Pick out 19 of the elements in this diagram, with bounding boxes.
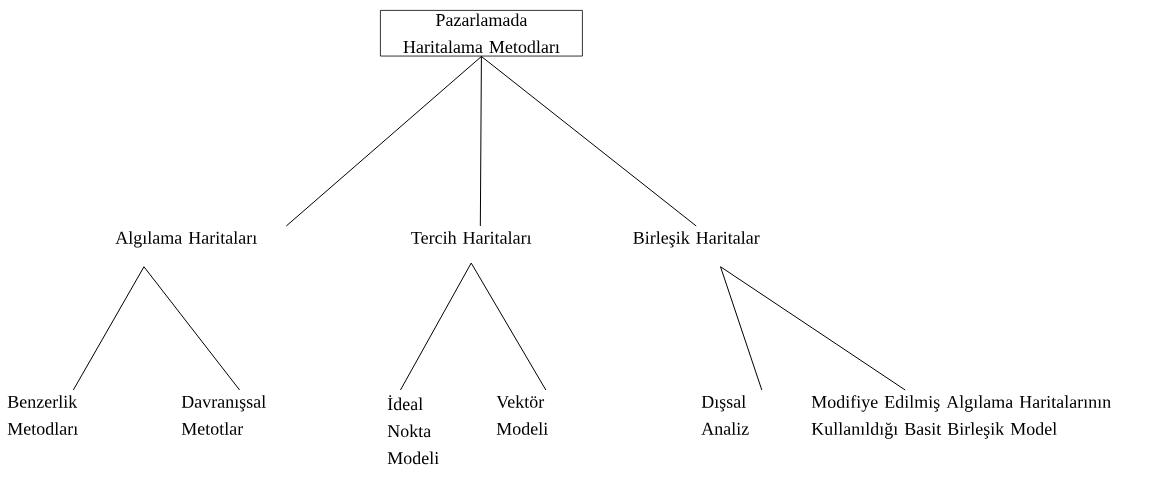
node-label: Dışsal Analiz — [701, 395, 749, 435]
connector-line — [720, 266, 763, 391]
connector-line — [470, 262, 547, 391]
node-label: Davranışsal Metotlar — [181, 395, 266, 435]
node-label: Tercih Haritaları — [411, 231, 532, 244]
node-label: İdeal Nokta Modeli — [387, 395, 439, 465]
connector-line — [479, 55, 482, 227]
node-label: Modifiye Edilmiş Algılama Haritalarının Kullanıldığı Basit Birleşik Model — [811, 395, 1111, 439]
connector-line — [285, 55, 482, 227]
node-label: Benzerlik Metodları — [7, 395, 78, 435]
title-box: Pazarlamada Haritalama Metodları — [380, 10, 583, 57]
node-label: Vektör Modeli — [496, 395, 548, 435]
connector-line — [143, 266, 241, 391]
connector-line — [720, 266, 906, 391]
connector-line — [72, 266, 145, 391]
node-label: Algılama Haritaları — [115, 231, 257, 248]
connector-line — [480, 55, 697, 227]
connector-line — [400, 262, 472, 391]
node-label: Birleşik Haritalar — [633, 231, 760, 248]
